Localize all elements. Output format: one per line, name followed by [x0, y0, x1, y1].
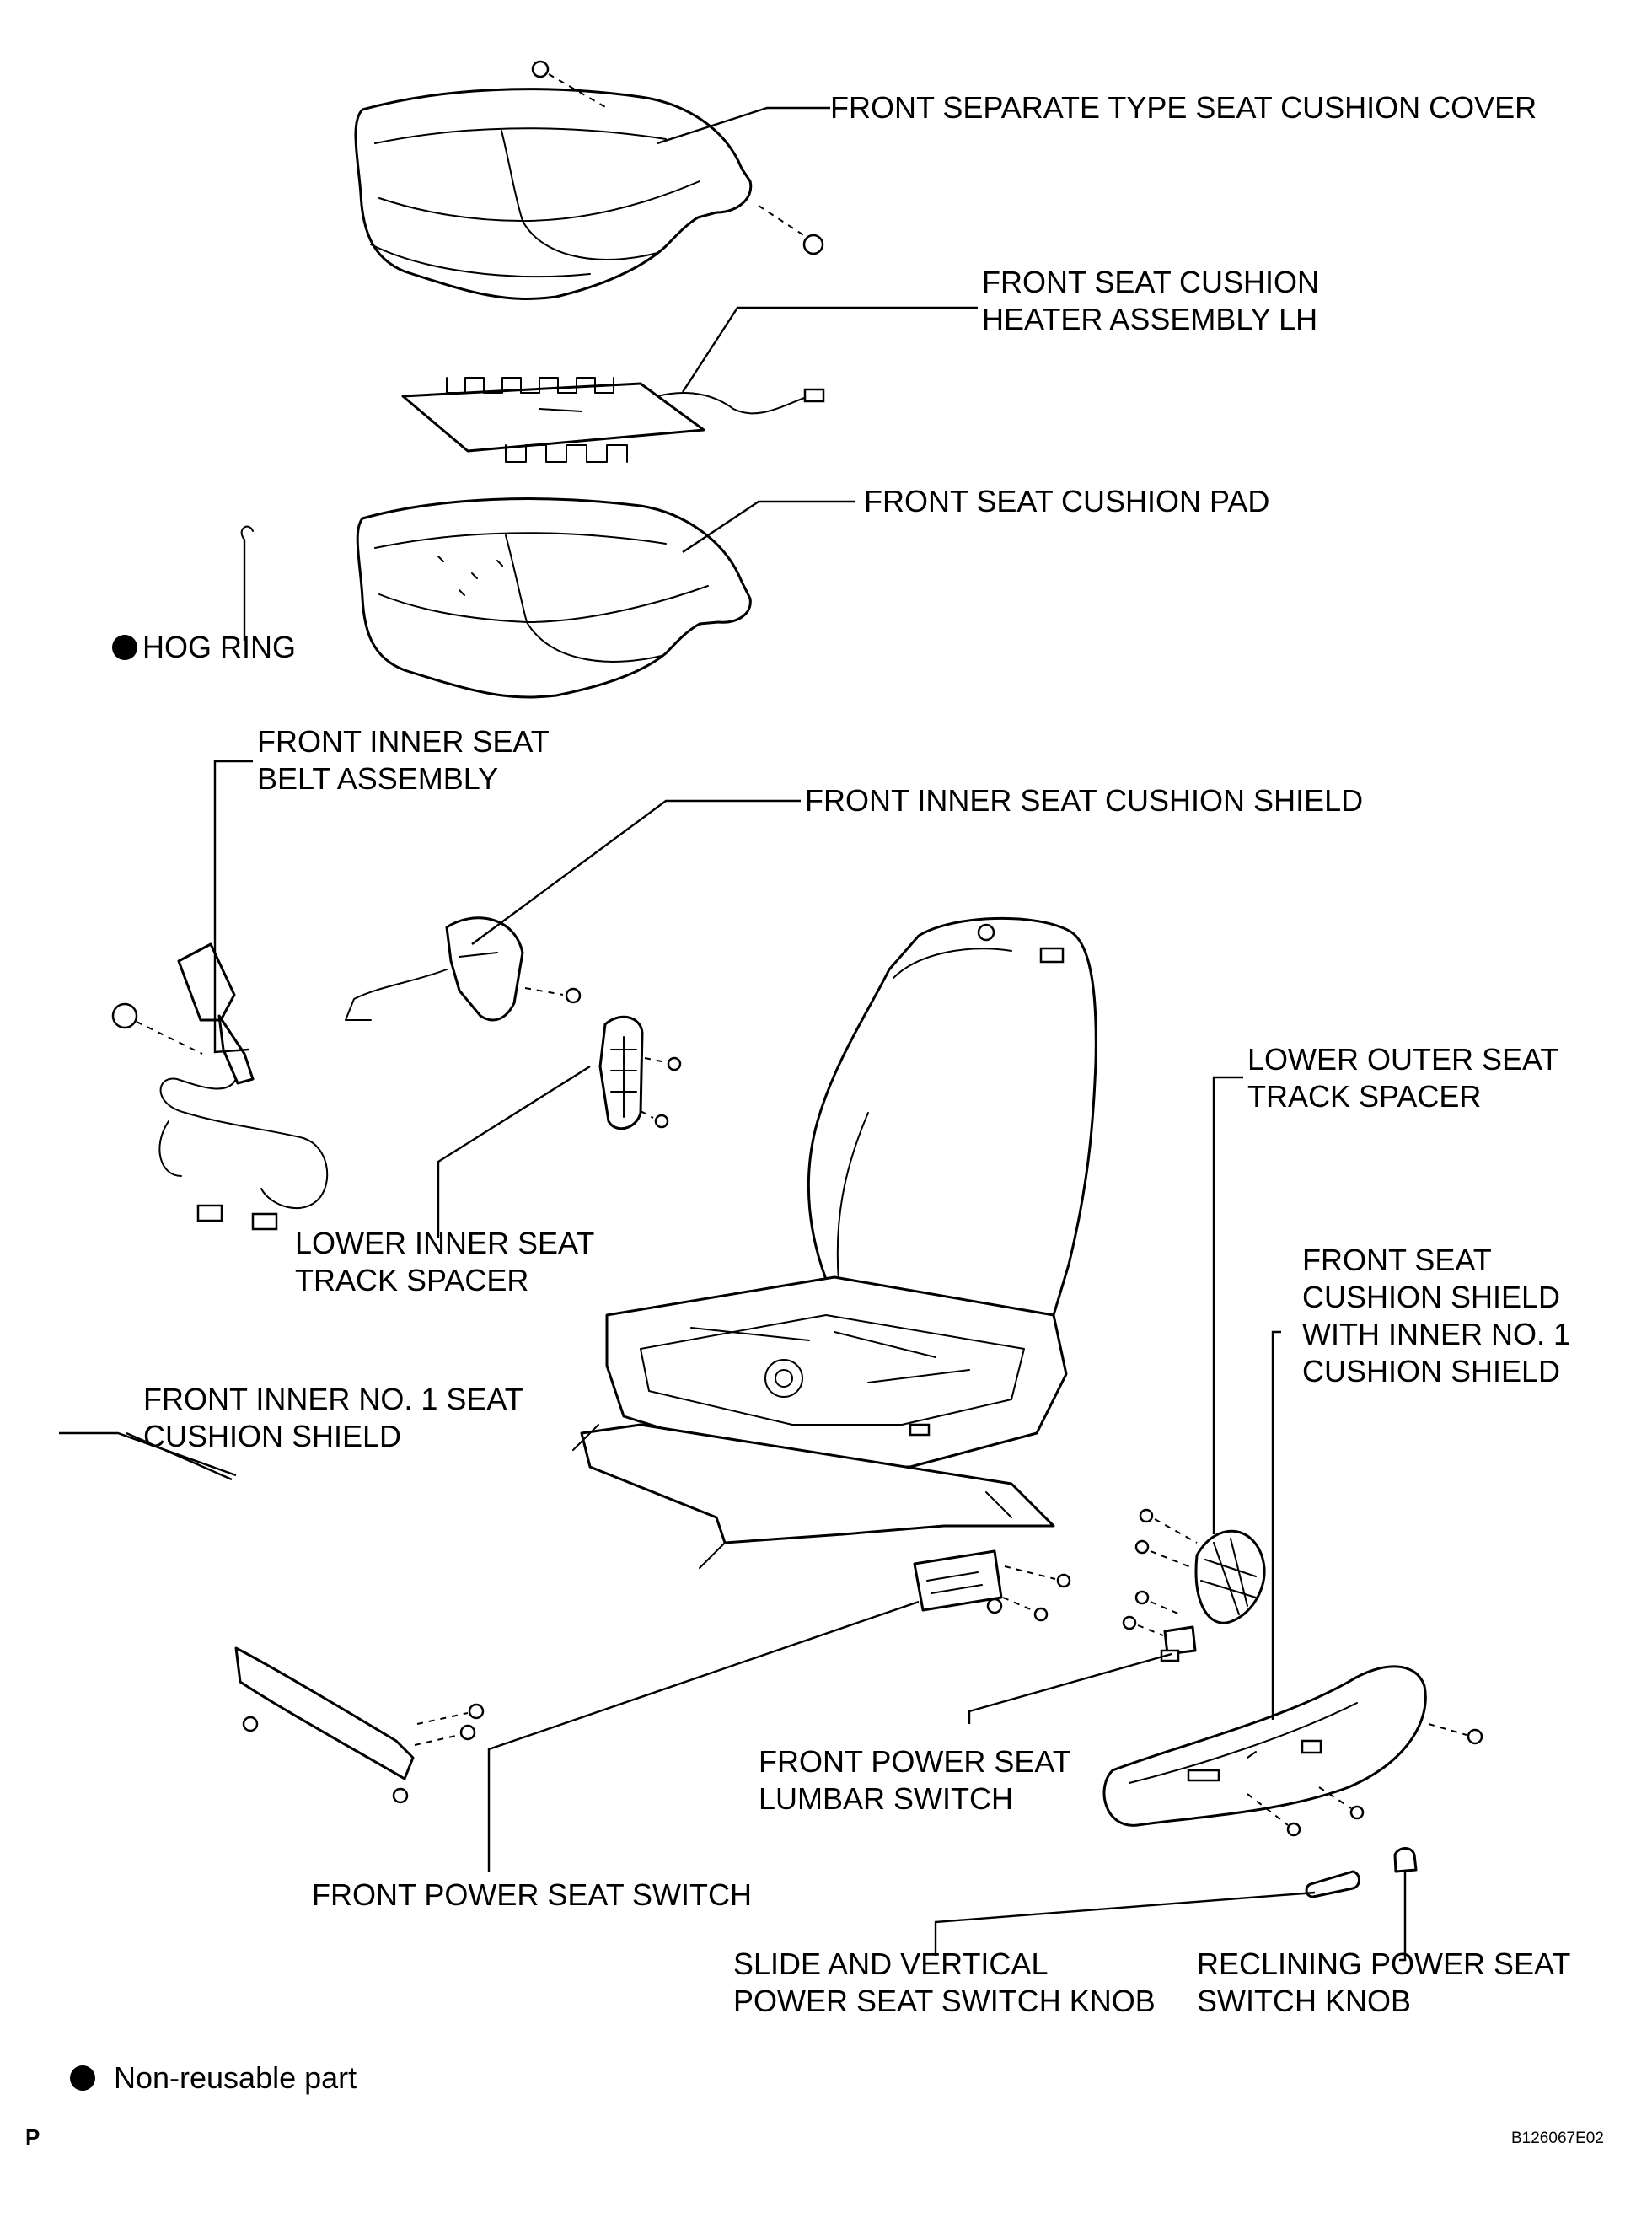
label-power-seat-switch: FRONT POWER SEAT SWITCH — [312, 1877, 753, 1912]
outer-shield-drawing — [1102, 1665, 1483, 1837]
label-inner-no1-shield: FRONT INNER NO. 1 SEAT CUSHION SHIELD — [143, 1381, 523, 1455]
inner-seat-belt-drawing — [111, 942, 329, 1231]
label-cushion-heater: FRONT SEAT CUSHION HEATER ASSEMBLY LH — [982, 264, 1319, 338]
cushion-pad-drawing — [356, 497, 752, 699]
legend-text: Non-reusable part — [114, 2060, 357, 2095]
legend-non-reusable: Non-reusable part — [70, 2059, 357, 2097]
label-line: TRACK SPACER — [295, 1263, 529, 1297]
label-line: FRONT SEAT CUSHION — [982, 265, 1320, 299]
inner-no1-shield-drawing — [234, 1646, 485, 1804]
non-reusable-dot-icon — [112, 635, 137, 660]
label-cushion-shield-with-inner: FRONT SEAT CUSHION SHIELD WITH INNER NO.… — [1302, 1242, 1570, 1390]
label-line: SLIDE AND VERTICAL — [733, 1947, 1049, 1981]
non-reusable-dot-icon — [70, 2065, 95, 2091]
label-line: CUSHION SHIELD — [1302, 1280, 1561, 1314]
label-line: BELT ASSEMBLY — [257, 761, 499, 796]
figure-code: B126067E02 — [1511, 2129, 1604, 2147]
hog-ring-drawing — [240, 525, 254, 540]
label-line: POWER SEAT SWITCH KNOB — [733, 1984, 1156, 2018]
label-line: CUSHION SHIELD — [1302, 1354, 1561, 1388]
label-seat-cushion-cover: FRONT SEPARATE TYPE SEAT CUSHION COVER — [830, 90, 1537, 125]
cushion-heater-drawing — [401, 377, 825, 463]
label-line: WITH INNER NO. 1 — [1302, 1317, 1571, 1351]
label-inner-seat-belt: FRONT INNER SEAT BELT ASSEMBLY — [257, 723, 550, 797]
label-line: FRONT POWER SEAT — [759, 1744, 1071, 1779]
label-line: HEATER ASSEMBLY LH — [982, 302, 1318, 336]
label-cushion-pad: FRONT SEAT CUSHION PAD — [864, 484, 1270, 518]
label-lower-inner-spacer: LOWER INNER SEAT TRACK SPACER — [295, 1225, 594, 1299]
label-line: FRONT INNER SEAT — [257, 724, 550, 759]
label-line: TRACK SPACER — [1247, 1079, 1482, 1114]
inner-cushion-shield-drawing — [345, 916, 582, 1022]
switch-knobs-drawing — [1305, 1847, 1418, 1898]
seat-frame-drawing — [572, 916, 1097, 1569]
lower-inner-spacer-drawing — [598, 1015, 682, 1130]
label-text: HOG RING — [142, 630, 297, 664]
label-slide-knob: SLIDE AND VERTICAL POWER SEAT SWITCH KNO… — [733, 1946, 1156, 2020]
label-line: FRONT INNER NO. 1 SEAT — [143, 1382, 523, 1416]
label-line: LUMBAR SWITCH — [759, 1781, 1014, 1816]
label-line: FRONT SEAT — [1302, 1243, 1492, 1277]
label-line: LOWER INNER SEAT — [295, 1226, 595, 1260]
power-seat-switch-drawing — [913, 1549, 1071, 1622]
label-line: LOWER OUTER SEAT — [1247, 1042, 1559, 1077]
label-line: CUSHION SHIELD — [143, 1419, 402, 1453]
label-line: RECLINING POWER SEAT — [1197, 1947, 1571, 1981]
lumbar-switch-drawing — [1122, 1615, 1197, 1662]
lower-outer-spacer-drawing — [1134, 1508, 1266, 1624]
label-lumbar-switch: FRONT POWER SEAT LUMBAR SWITCH — [759, 1743, 1071, 1818]
page-mark: P — [25, 2124, 40, 2150]
label-line: SWITCH KNOB — [1197, 1984, 1412, 2018]
label-hog-ring: HOG RING — [112, 629, 296, 666]
label-lower-outer-spacer: LOWER OUTER SEAT TRACK SPACER — [1247, 1041, 1558, 1115]
label-inner-cushion-shield: FRONT INNER SEAT CUSHION SHIELD — [805, 783, 1364, 818]
leader-lines — [59, 106, 1407, 1962]
seat-cushion-cover-drawing — [354, 60, 824, 300]
label-reclining-knob: RECLINING POWER SEAT SWITCH KNOB — [1197, 1946, 1570, 2020]
